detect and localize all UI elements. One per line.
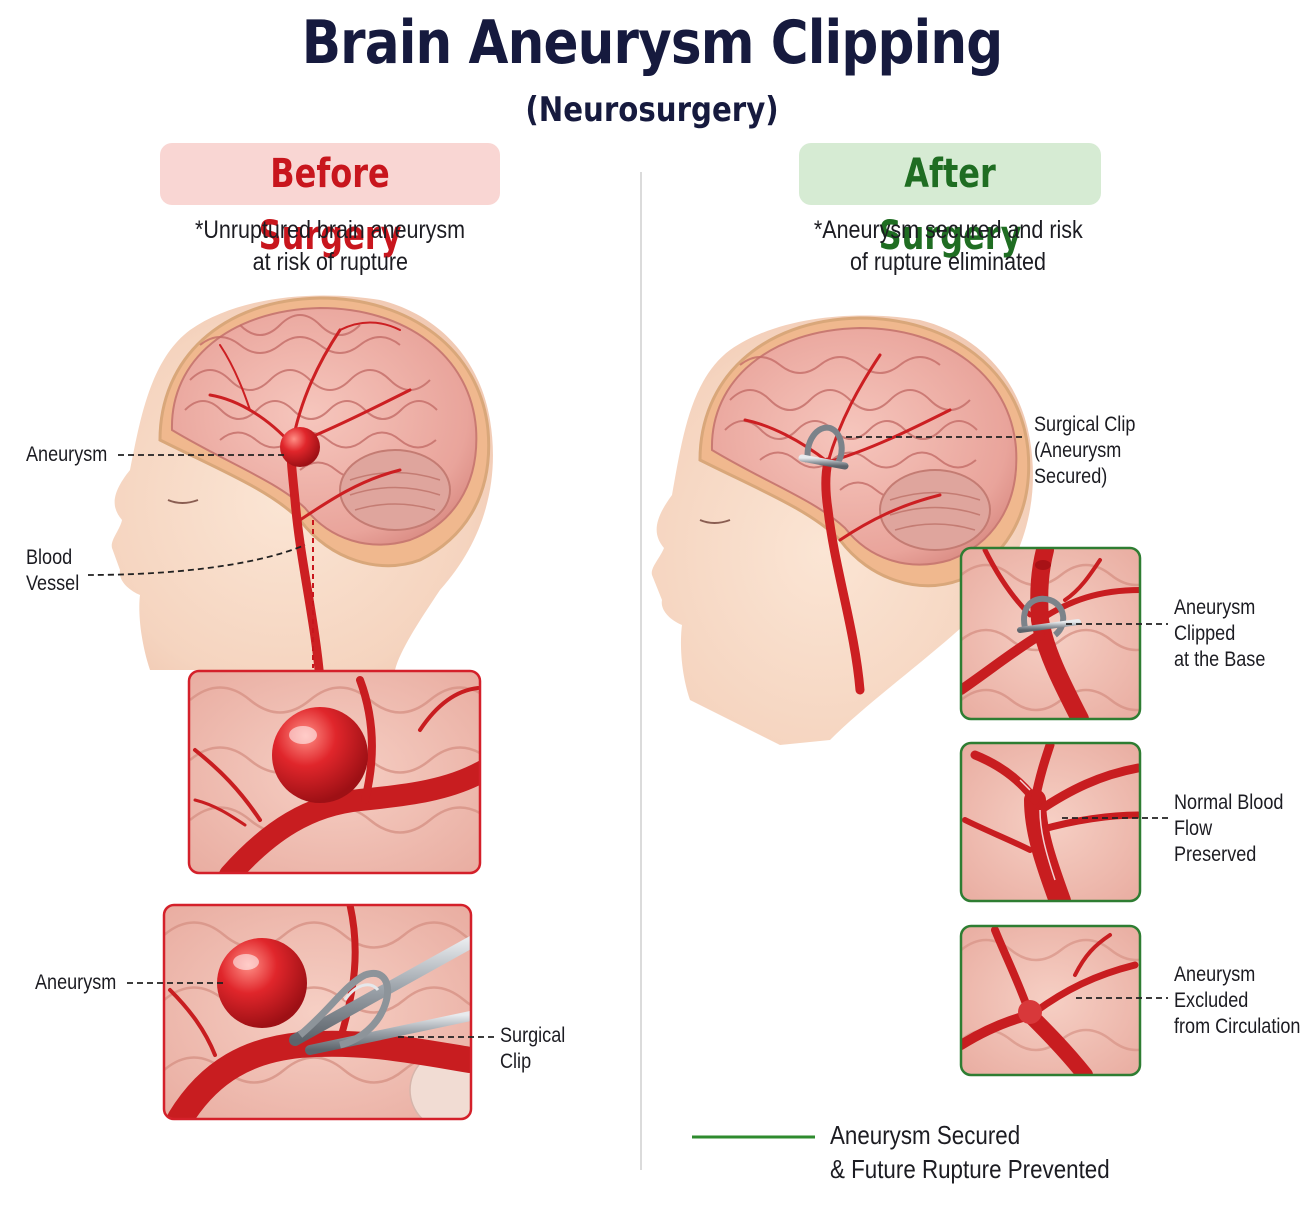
aneurysm-bulge bbox=[280, 427, 320, 467]
page-subtitle: (Neurosurgery) bbox=[525, 90, 779, 130]
label-aneurysm-detail: Aneurysm bbox=[35, 971, 117, 994]
legend-text: Aneurysm Secured& Future Rupture Prevent… bbox=[830, 1120, 1110, 1184]
surgical-clip-icon bbox=[297, 969, 392, 1049]
label-aneurysm: Aneurysm bbox=[26, 443, 108, 466]
page-title: Brain Aneurysm Clipping bbox=[301, 8, 1003, 78]
after-surgery-heading: After Surgery bbox=[799, 143, 1101, 259]
surgical-clip-icon bbox=[798, 424, 849, 470]
clipped-detail-panel bbox=[959, 546, 1142, 721]
exclusion-panel bbox=[959, 924, 1142, 1077]
head-illustration-after bbox=[651, 315, 1033, 745]
aneurysm-detail-panel bbox=[187, 669, 482, 875]
head-illustration-before bbox=[111, 295, 493, 685]
blood-flow-panel bbox=[959, 741, 1142, 903]
before-surgery-heading: Before Surgery bbox=[160, 143, 500, 259]
clip-application-panel bbox=[162, 903, 473, 1121]
